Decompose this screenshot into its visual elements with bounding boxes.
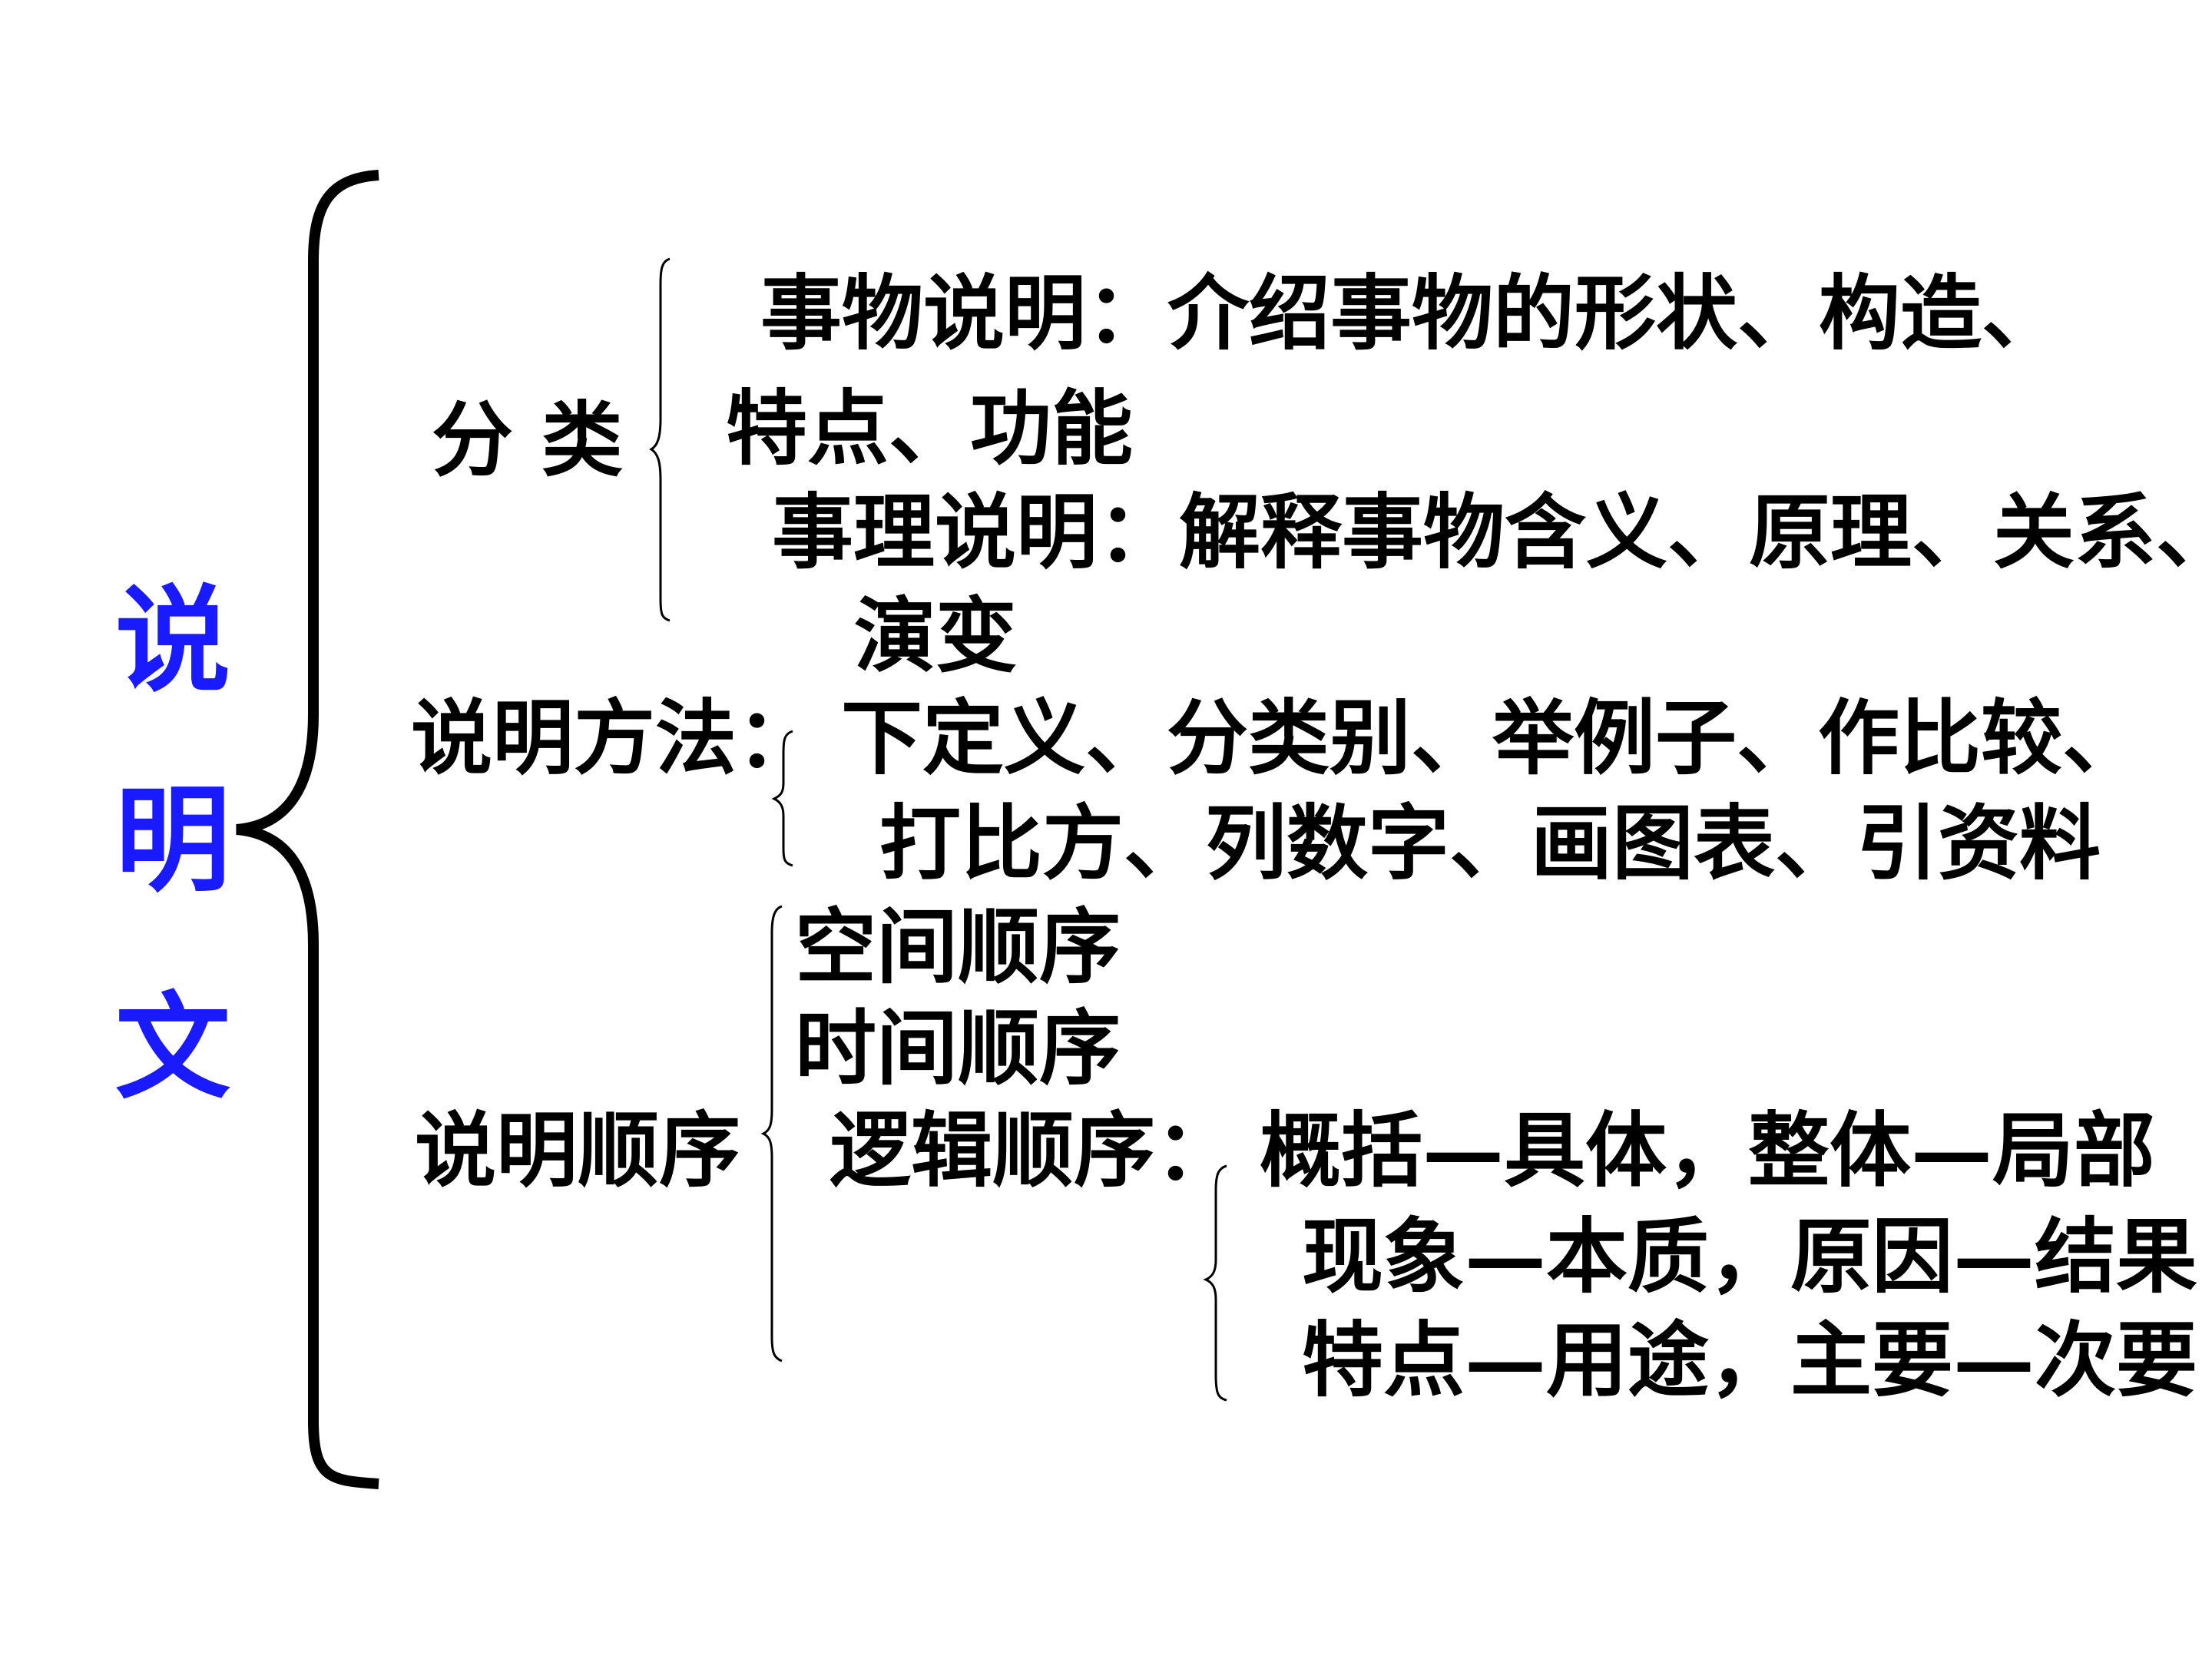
logic-line-1: 概括—具体，整体—局部 — [1260, 1102, 2155, 1198]
category-item-1-line1: 事物说明：介绍事物的形状、构造、 — [760, 265, 2063, 361]
category-brace — [649, 257, 671, 622]
title-char-1: 说 — [115, 575, 231, 708]
methods-line-2: 打比方、列数字、画图表、引资料 — [879, 795, 2101, 891]
methods-brace — [771, 730, 793, 867]
logic-line-3: 特点—用途，主要—次要 — [1302, 1312, 2197, 1408]
order-item-space: 空间顺序 — [795, 899, 1121, 995]
logic-line-2: 现象—本质，原因—结果 — [1302, 1208, 2197, 1304]
category-item-1-line2: 特点、功能 — [726, 380, 1133, 476]
order-brace — [760, 905, 783, 1363]
title-char-2: 明 — [115, 774, 231, 908]
main-brace — [236, 170, 379, 1489]
order-label: 说明顺序 — [415, 1102, 740, 1198]
methods-line-1: 下定义、分类别、举例子、作比较、 — [841, 690, 2144, 786]
logic-brace — [1203, 1164, 1227, 1402]
category-label: 分 类 — [432, 392, 623, 488]
methods-label: 说明方法： — [411, 690, 818, 786]
category-item-2-line2: 演变 — [854, 588, 1017, 684]
category-item-2-line1: 事理说明：解释事物含义、原理、关系、 — [772, 484, 2212, 580]
logic-label: 逻辑顺序： — [830, 1102, 1237, 1198]
order-item-time: 时间顺序 — [795, 1000, 1121, 1096]
title-char-3: 文 — [115, 982, 231, 1115]
